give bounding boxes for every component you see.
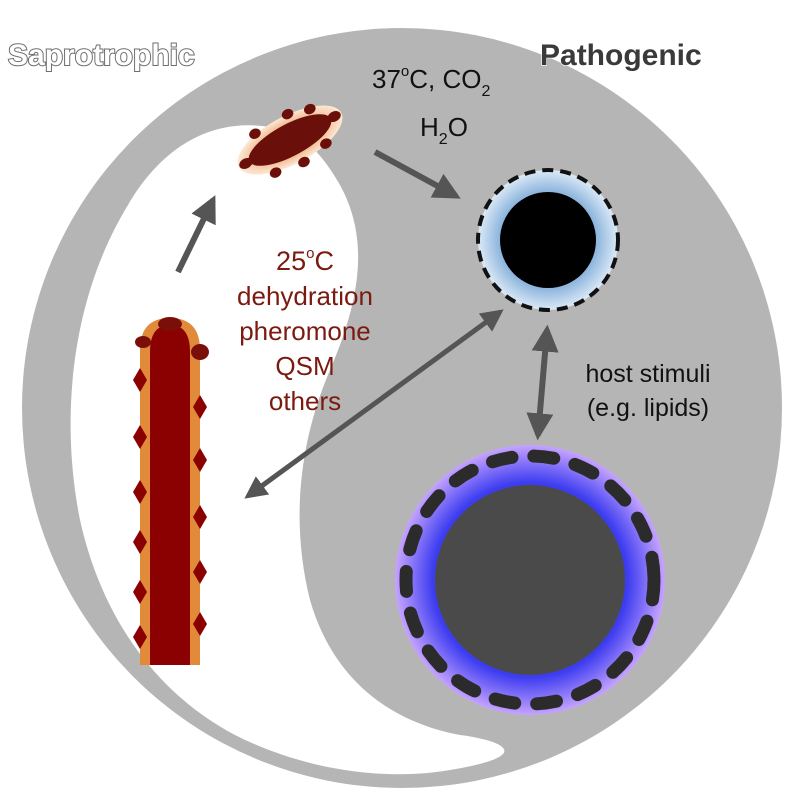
saprotrophic-label: Saprotrophic (8, 39, 195, 72)
yeast-cell (476, 168, 620, 312)
titan-cell (395, 445, 665, 715)
water-tail: O (448, 112, 468, 142)
host-stimuli-line2: (e.g. lipids) (587, 394, 709, 422)
arrow-yeast-titan (526, 324, 559, 441)
water-main: H (420, 112, 439, 142)
saprotrophic-temp-value: 25 (276, 246, 306, 276)
saprotrophic-condition-3: QSM (275, 351, 334, 381)
saprotrophic-temp-unit: C (314, 246, 334, 276)
pathogenic-conditions-line2: H2O (420, 112, 468, 148)
pathogenic-conditions-line1: 37oC, CO2 (372, 63, 491, 100)
pathogenic-temp-unit: C, CO (409, 64, 481, 94)
saprotrophic-condition-2: pheromone (239, 316, 371, 346)
host-stimuli-line1: host stimuli (585, 360, 710, 388)
pathogenic-degree: o (401, 63, 409, 80)
spore-cell (237, 103, 343, 178)
saprotrophic-condition-4: others (269, 386, 341, 416)
pathogenic-temp-value: 37 (372, 64, 401, 94)
saprotrophic-degree: o (306, 245, 314, 262)
arrow-yeast-hypha (244, 309, 504, 499)
arrow-hypha-to-spore (175, 195, 216, 274)
water-subscript: 2 (439, 131, 448, 148)
co2-subscript: 2 (482, 83, 491, 100)
pathogenic-label: Pathogenic (540, 39, 702, 72)
arrow-spore-to-yeast (373, 149, 461, 199)
hypha-cell (133, 317, 209, 665)
saprotrophic-temp: 25oC (276, 245, 334, 276)
saprotrophic-condition-1: dehydration (237, 281, 373, 311)
